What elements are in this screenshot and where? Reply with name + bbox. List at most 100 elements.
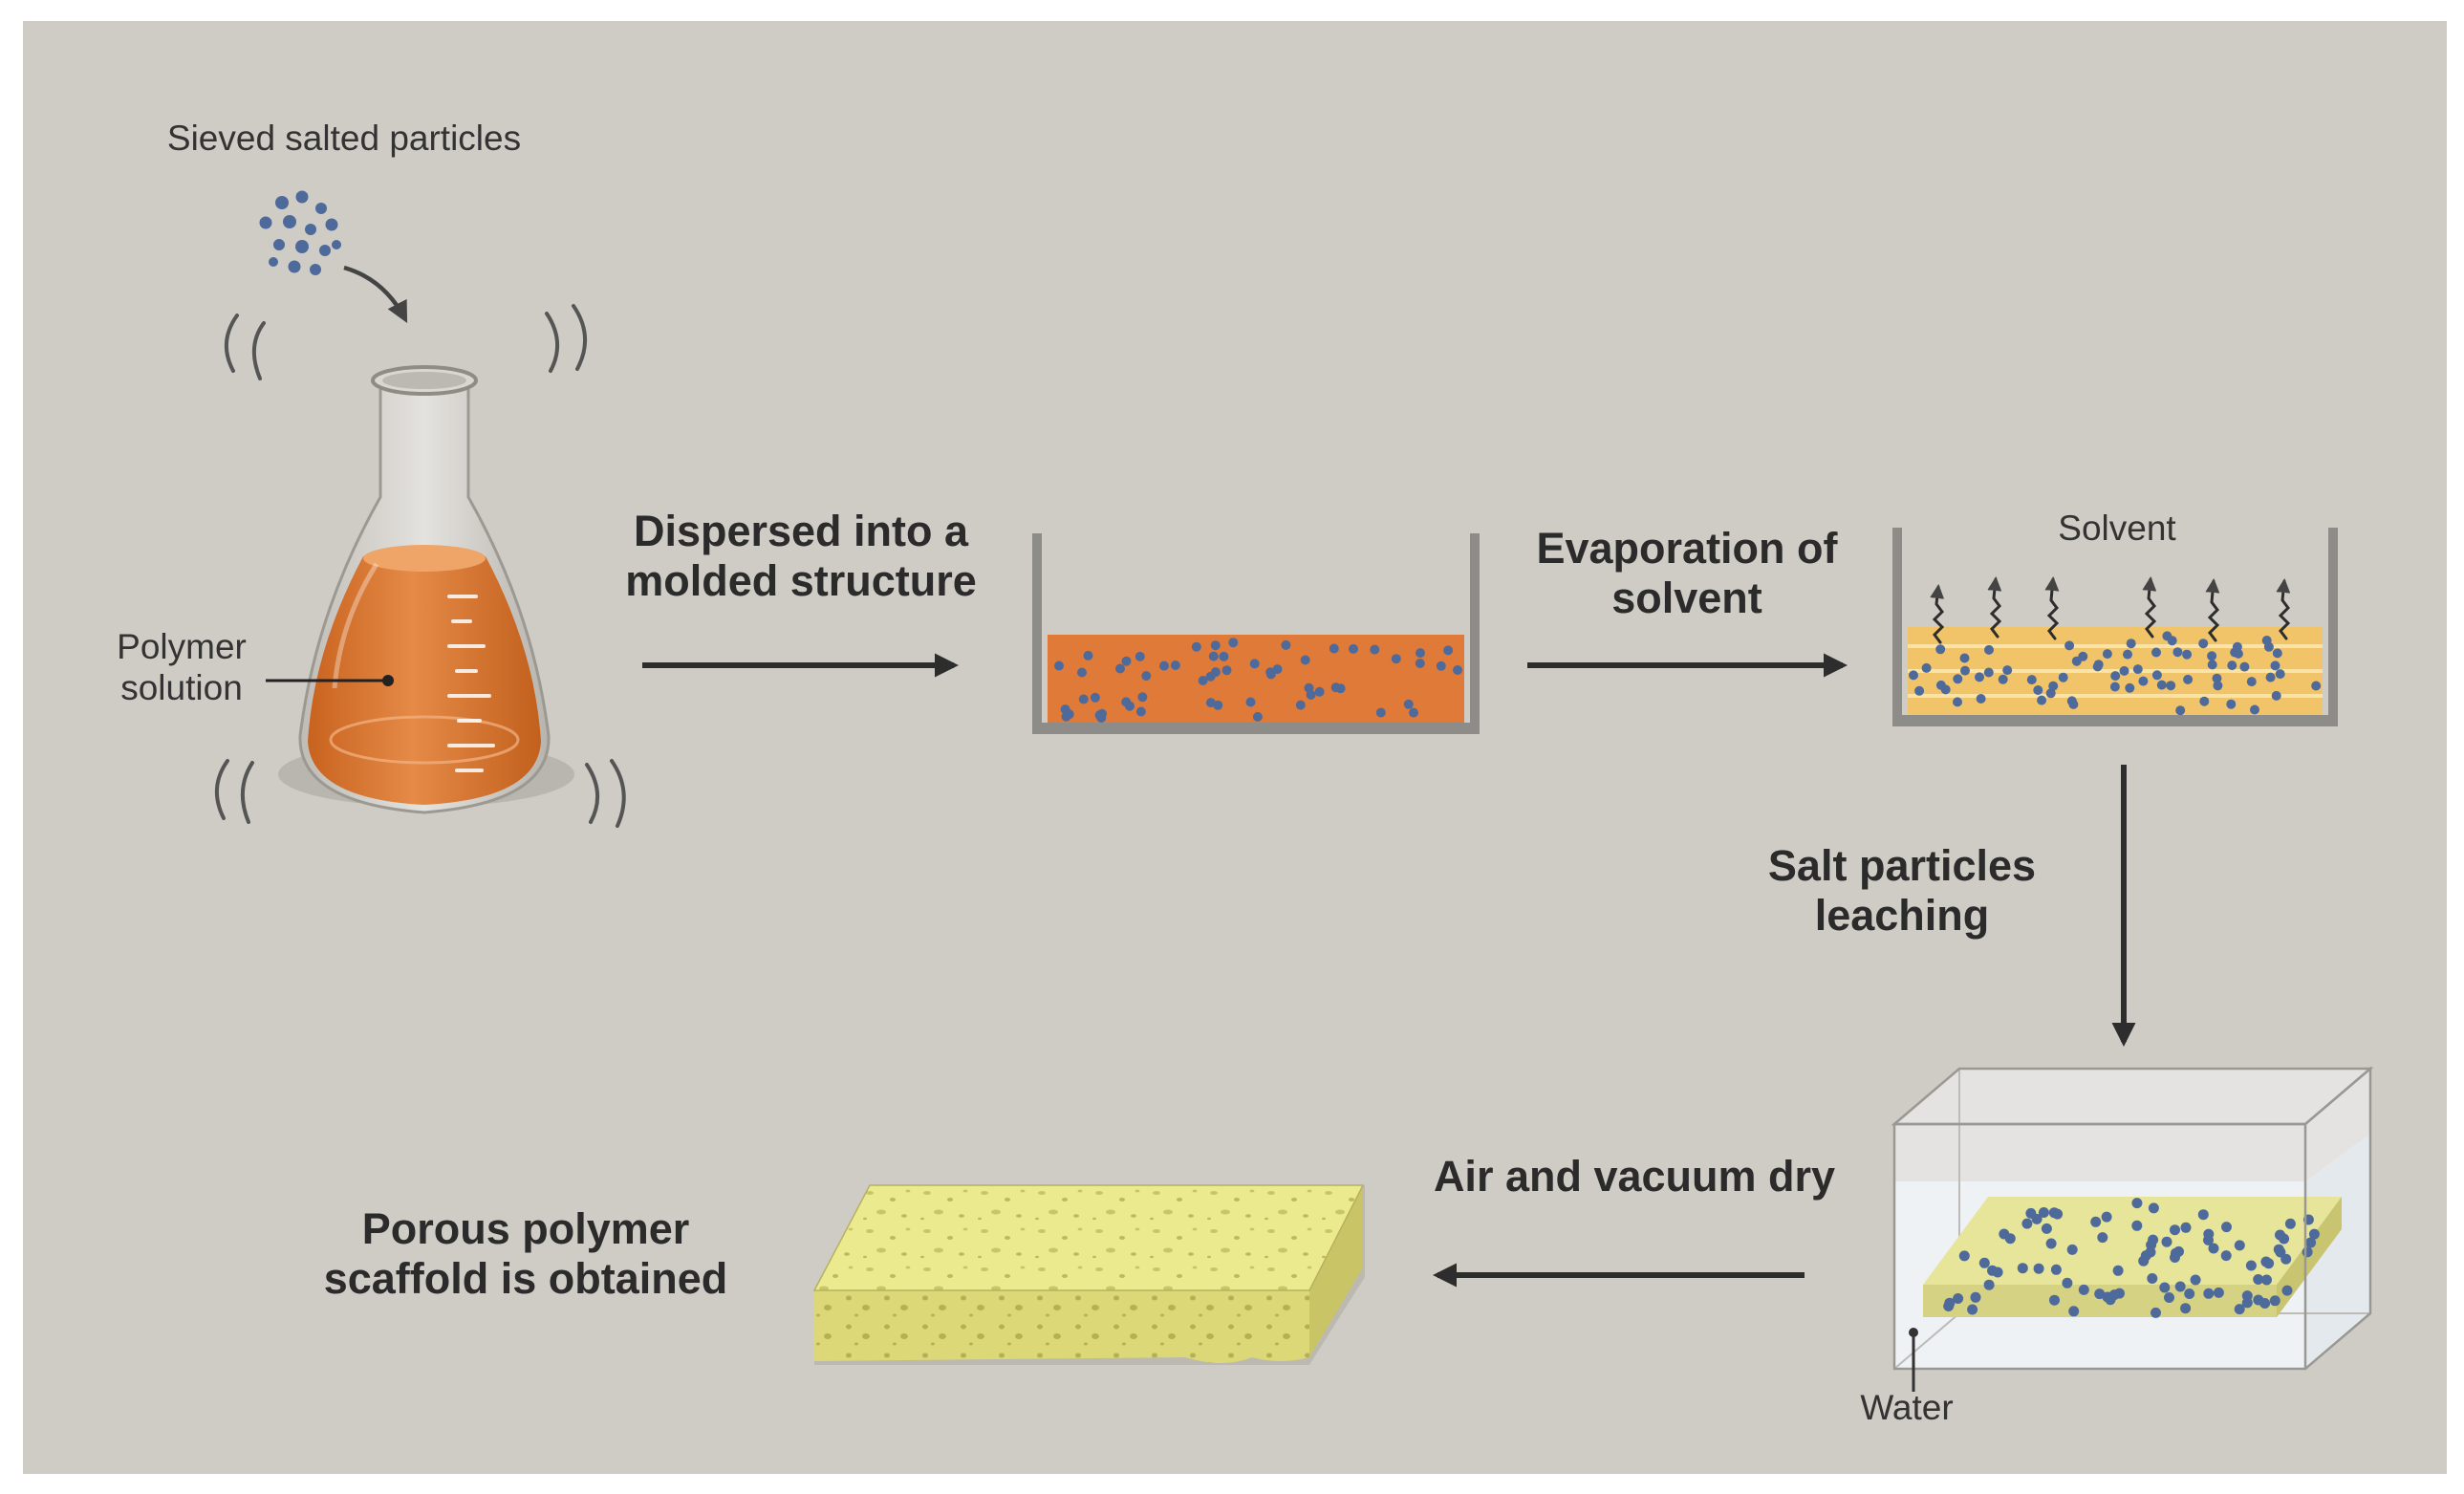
salt-particle [2062,1277,2073,1288]
salt-particle [2131,1220,2143,1231]
salt-particle [2275,669,2285,680]
salt-particle [2161,1236,2172,1247]
salt-particle [2131,1198,2143,1209]
step-leaching-line1: Salt particles [1767,841,2037,890]
salt-particle [2197,1209,2209,1221]
salt-particle [1999,1228,2010,1240]
salt-particle [2123,649,2132,660]
salt-particle [1077,667,1087,678]
salt-particle [1370,644,1380,655]
salt-particle [2132,664,2143,675]
salt-particle [1960,665,1970,676]
salt-particle [2037,695,2047,705]
salt-particle [2038,1207,2049,1218]
salt-particle [1983,1279,1995,1290]
salt-particle [2045,688,2056,699]
salt-particle [1210,667,1221,678]
step-evaporation-label: Evaporation of solvent [1491,524,1883,623]
salt-particle [2164,1292,2174,1303]
salt-particle [2026,675,2037,685]
water-label: Water [1860,1388,1954,1427]
salt-particle [2253,1274,2264,1285]
erlenmeyer-flask-icon [278,365,574,814]
salt-particle [1998,674,2008,684]
leached-scaffold-top [1923,1197,2342,1285]
salt-particle [2226,699,2237,709]
salt-particle [1300,655,1310,665]
salt-particle [2031,1213,2043,1224]
salt-particle [1135,706,1146,717]
salt-particle [2213,1287,2224,1298]
mold-evaporating-solvent [1892,528,2338,726]
salt-particle [1416,648,1425,659]
result-label: Porous polymer scaffold is obtained [296,1204,755,1304]
salt-particle [2078,1284,2089,1295]
salt-particle [2033,685,2043,695]
salt-particle [1978,1257,1990,1268]
salt-particle [2167,636,2177,646]
salt-particle [2220,1250,2232,1262]
salt-particles-cluster [259,190,341,275]
salt-particle [1281,639,1291,650]
salt-particle [1909,670,1918,681]
salt-particle [2066,1244,2078,1255]
salt-particle [2138,1255,2150,1267]
salt-particle [2071,656,2082,666]
salt-particle [2109,682,2120,692]
salt-particle [1436,660,1446,671]
salt-particle [1443,645,1454,656]
salt-particle [2261,1274,2272,1286]
salt-particle [2213,681,2223,691]
salt-particle [2151,1307,2161,1318]
salt-particle [1061,711,1071,722]
salt-particle [1221,665,1232,676]
salt-particle [1403,699,1414,709]
salt-particle [2199,696,2210,706]
salt-particle [2272,648,2282,659]
salt-particle [1992,1267,2003,1278]
salt-particle [2151,670,2162,681]
salt-particle [1121,697,1132,707]
salt-particle [1967,1304,1978,1315]
salt-particle [2045,1238,2057,1249]
salt-particle [1970,1291,1981,1303]
salt-particle [2234,1304,2245,1315]
salt-particle [2207,660,2217,670]
salt-particle [2147,1273,2158,1284]
salt-particle [2234,1240,2245,1251]
step-dry-label: Air and vacuum dry [1433,1152,1836,1201]
salt-particle [1976,694,1986,704]
salt-particle [1921,662,1932,673]
salt-particle [2159,1282,2171,1293]
salt-particle [2233,648,2243,659]
polymer-solution-line1: Polymer [117,627,247,666]
salt-particle [1249,659,1260,669]
salt-particle [1137,692,1148,703]
salt-particle [2148,1234,2159,1245]
salt-particle [2175,705,2186,716]
mold-polymer-salt [1032,533,1480,734]
salt-particle [2239,661,2250,672]
salt-particle [2017,1263,2028,1274]
salt-particle [1983,667,1994,678]
salt-particle [2180,1303,2192,1314]
salt-particle [1953,697,1962,707]
step-dispersed-label: Dispersed into a molded structure [591,507,1011,606]
salt-particle [1121,656,1132,666]
salt-particle [1159,660,1169,671]
salt-particle [2170,1247,2181,1259]
solvent-label: Solvent [2058,509,2176,548]
salt-particle [2110,671,2121,682]
salt-particle [2184,1288,2195,1299]
salt-particle [2221,1222,2232,1233]
salt-particle [1453,665,1462,675]
salt-particle [1090,692,1100,703]
salt-particle [1314,686,1325,697]
step-leaching-line2: leaching [1814,891,1990,941]
salt-particle [1984,644,1994,655]
salt-particle [2305,1237,2317,1248]
salt-particle [1975,672,1984,682]
salt-particle [2275,1246,2286,1258]
salt-particle [2048,1207,2060,1219]
